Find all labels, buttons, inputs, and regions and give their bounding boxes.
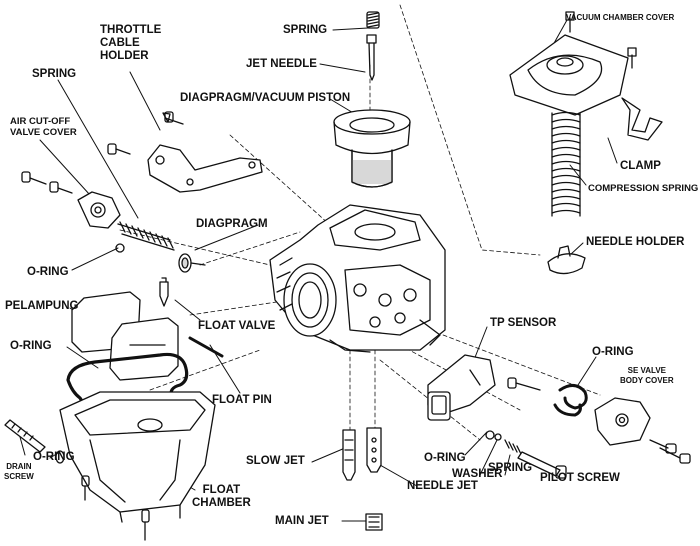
label-jet-needle: JET NEEDLE [246,58,317,70]
float-chamber [59,391,216,541]
small-spring [366,11,380,29]
label-main-jet: MAIN JET [275,515,329,527]
floats [71,291,179,381]
holder-screws [107,111,184,155]
pilot-screw [517,451,567,479]
vacuum-piston [333,109,411,188]
label-float-chamber: FLOAT CHAMBER [192,484,251,510]
throttle-cable-holder [147,144,263,193]
label-float-valve: FLOAT VALVE [198,320,276,332]
label-line: SCREW [4,472,34,481]
label-slow-jet: SLOW JET [246,455,305,467]
main-jet [365,513,383,531]
label-needle-jet: NEEDLE JET [407,480,478,492]
label-washer: WASHER [452,468,503,480]
o-ring-small [115,243,125,253]
vacuum-chamber-cover [509,11,637,116]
label-line: HOLDER [100,50,149,62]
washer [485,430,495,440]
label-pilot-screw: PILOT SCREW [540,472,620,484]
label-clamp: CLAMP [620,160,661,172]
label-diaphragm: DIAGPRAGM [196,218,268,230]
label-spring-top: SPRING [283,24,328,36]
label-line: DRAIN [6,462,32,471]
label-line: AIR CUT-OFF [10,116,71,127]
label-o-ring-washer: O-RING [424,452,466,464]
tp-sensor [427,354,496,421]
cutoff-spring [117,221,175,251]
label-line: CHAMBER [192,497,251,509]
label-o-ring-float: O-RING [10,340,52,352]
label-o-ring-drain: O-RING [33,451,75,463]
clamp [621,97,663,141]
o-ring-drain-part [55,450,65,464]
label-o-ring-left: O-RING [27,266,69,278]
float-valve [159,277,169,307]
label-tp-sensor: TP SENSOR [490,317,557,329]
label-line: SE VALVE [627,366,667,375]
air-cutoff-valve-cover [21,171,121,229]
washer-o-ring [494,433,502,441]
label-spring-left: SPRING [32,68,77,80]
label-spring-pilot: SPRING [488,462,533,474]
tp-sensor-screw [507,377,541,391]
jet-needle [366,34,377,81]
label-pelampung: PELAMPUNG [5,300,79,312]
slow-jet [342,429,356,481]
carburetor-body [269,204,446,353]
label-compression-spring: COMPRESSION SPRING [588,183,699,194]
float-pin [188,336,224,358]
drain-screw [4,419,46,453]
label-line: FLOAT [202,484,241,496]
label-line: CABLE [100,37,140,49]
label-line: THROTTLE [100,24,162,36]
label-o-ring-right: O-RING [592,346,634,358]
label-drain-screw: DRAIN SCREW [4,462,34,482]
o-ring-se-valve [553,384,588,417]
needle-holder [547,245,586,275]
label-needle-holder: NEEDLE HOLDER [586,236,685,248]
label-diaphragm-vacuum-piston: DIAGPRAGM/VACUUM PISTON [180,92,351,104]
pilot-spring [504,439,522,455]
label-se-valve-body-cover: SE VALVE BODY COVER [620,366,674,386]
compression-spring [551,111,581,217]
needle-jet [366,427,382,473]
label-line: VALVE COVER [10,127,77,138]
label-line: BODY COVER [620,376,674,385]
small-diaphragm [178,253,206,273]
label-float-pin: FLOAT PIN [212,394,272,406]
label-air-cutoff-valve-cover: AIR CUT-OFF VALVE COVER [10,116,77,138]
se-valve-body-cover [594,397,691,464]
label-throttle-cable-holder: THROTTLE CABLE HOLDER [100,24,161,63]
label-vacuum-chamber-cover: VACUUM CHAMBER COVER [566,13,675,22]
